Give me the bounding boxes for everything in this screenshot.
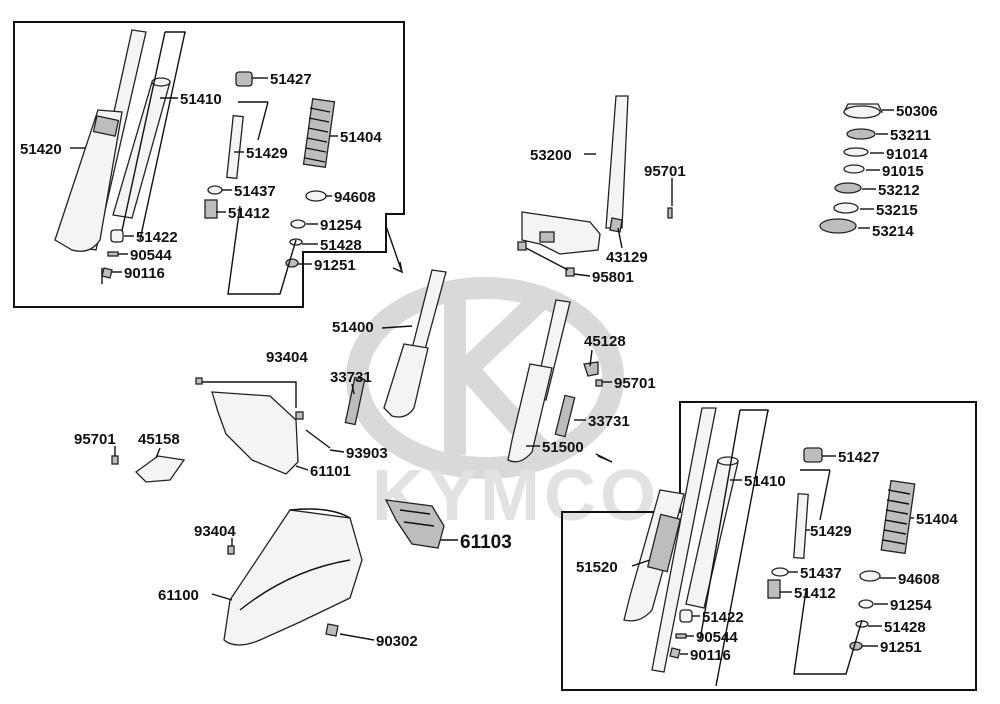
label-33731-left: 33731: [330, 369, 372, 386]
label-90116: 90116: [124, 265, 165, 282]
label-90116-br: 90116: [690, 647, 731, 664]
detail-box-right-fork: [561, 401, 977, 691]
label-53212: 53212: [878, 182, 920, 199]
label-93903: 93903: [346, 445, 388, 462]
label-53215: 53215: [876, 202, 918, 219]
label-51404: 51404: [340, 129, 382, 146]
label-94608-br: 94608: [898, 571, 940, 588]
part-drawings-topleft: [54, 29, 336, 295]
label-51520: 51520: [576, 559, 618, 576]
label-51427: 51427: [270, 71, 312, 88]
label-61103: 61103: [460, 532, 512, 553]
label-51428: 51428: [320, 237, 362, 254]
label-53211: 53211: [890, 127, 931, 144]
leaders-bearings: [858, 109, 894, 229]
label-53214: 53214: [872, 223, 914, 240]
label-95701-left: 95701: [74, 431, 116, 448]
label-90544-br: 90544: [696, 629, 738, 646]
label-51422-br: 51422: [702, 609, 744, 626]
label-91015: 91015: [882, 163, 924, 180]
label-91014: 91014: [886, 146, 928, 163]
detail-pointer-left: [385, 225, 403, 273]
label-91251: 91251: [314, 257, 356, 274]
leaders-steering: [573, 153, 673, 277]
label-93404-bottom: 93404: [194, 523, 236, 540]
part-drawings-steering: [517, 95, 673, 277]
label-51412-br: 51412: [794, 585, 836, 602]
part-drawings-cover: [111, 377, 331, 483]
leaders-fender: [211, 538, 375, 641]
label-45158: 45158: [138, 431, 180, 448]
label-91254-br: 91254: [890, 597, 932, 614]
label-93404-top: 93404: [266, 349, 308, 366]
label-51500: 51500: [542, 439, 584, 456]
label-51437-br: 51437: [800, 565, 842, 582]
label-51412: 51412: [228, 205, 270, 222]
label-51410-br: 51410: [744, 473, 786, 490]
part-drawings-bearings: [819, 103, 884, 234]
label-43129: 43129: [606, 249, 648, 266]
detail-box-left-fork: [13, 21, 405, 308]
leaders-topleft: [70, 77, 338, 273]
label-51437: 51437: [234, 183, 276, 200]
label-51404-br: 51404: [916, 511, 958, 528]
leaders-bottomright: [631, 455, 914, 655]
detail-pointer-right: [595, 453, 613, 463]
label-51400: 51400: [332, 319, 374, 336]
label-51428-br: 51428: [884, 619, 926, 636]
label-51427-br: 51427: [838, 449, 880, 466]
label-33731-right: 33731: [588, 413, 630, 430]
part-drawings-forks: [344, 269, 603, 463]
part-drawing-61103: [384, 499, 445, 549]
label-94608: 94608: [334, 189, 376, 206]
label-95701-top: 95701: [644, 163, 686, 180]
label-91254: 91254: [320, 217, 362, 234]
label-45128: 45128: [584, 333, 626, 350]
label-50306: 50306: [896, 103, 938, 120]
label-95701-right: 95701: [614, 375, 656, 392]
label-91251-br: 91251: [880, 639, 922, 656]
part-drawings-bottomright: [623, 407, 916, 687]
label-51429: 51429: [246, 145, 288, 162]
label-90544: 90544: [130, 247, 172, 264]
leaders-forks: [351, 325, 613, 463]
label-51422: 51422: [136, 229, 178, 246]
part-drawing-fender: [223, 508, 363, 646]
label-61100: 61100: [158, 587, 199, 604]
label-51420: 51420: [20, 141, 62, 158]
label-95801: 95801: [592, 269, 634, 286]
label-90302: 90302: [376, 633, 418, 650]
label-51429-br: 51429: [810, 523, 852, 540]
label-53200: 53200: [530, 147, 572, 164]
label-51410: 51410: [180, 91, 222, 108]
label-61101: 61101: [310, 463, 351, 480]
